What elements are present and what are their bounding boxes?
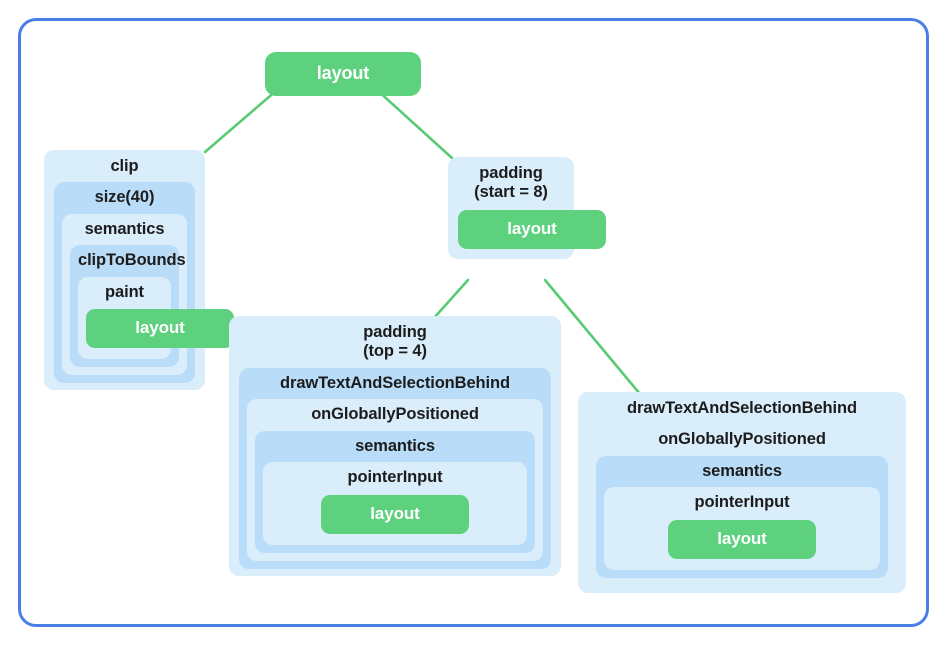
nest-cliptobounds: clipToBounds paint layout <box>70 245 234 368</box>
nest-pointerinput: pointerInput layout <box>604 487 880 570</box>
node-clip-stack[interactable]: clip size(40) semantics clipToBounds pai… <box>44 150 234 391</box>
node-label-pointerinput: pointerInput <box>347 468 443 487</box>
node-root-layout[interactable]: layout <box>265 45 421 99</box>
node-label-pointerinput: pointerInput <box>694 493 790 512</box>
node-draw-right-stack[interactable]: drawTextAndSelectionBehind onGloballyPos… <box>578 392 906 593</box>
node-label-paint: paint <box>105 282 144 301</box>
node-label-drawtext: drawTextAndSelectionBehind <box>280 373 510 392</box>
nest-paint: paint layout <box>78 276 234 360</box>
node-padding-start[interactable]: padding (start = 8) layout <box>448 157 606 259</box>
layout-chip[interactable]: layout <box>86 309 234 349</box>
node-label-padding-top: padding (top = 4) <box>363 323 427 361</box>
layout-chip[interactable]: layout <box>458 209 606 249</box>
node-label-semantics: semantics <box>702 461 782 480</box>
node-label-size: size(40) <box>94 188 155 207</box>
node-padding-top-stack[interactable]: padding (top = 4) drawTextAndSelectionBe… <box>229 316 561 576</box>
node-label-ongloballypositioned: onGloballyPositioned <box>311 405 479 424</box>
node-label-semantics: semantics <box>355 436 435 455</box>
nest-semantics: semantics pointerInput layout <box>255 430 535 553</box>
node-label-drawtext: drawTextAndSelectionBehind <box>627 399 857 417</box>
nest-semantics: semantics clipToBounds paint layout <box>62 213 234 376</box>
layout-chip[interactable]: layout <box>668 519 816 559</box>
node-label-padding-start: padding (start = 8) <box>474 164 548 202</box>
nest-pointerinput: pointerInput layout <box>263 462 527 545</box>
layout-chip[interactable]: layout <box>265 52 421 96</box>
nest-drawtext: drawTextAndSelectionBehind onGloballyPos… <box>239 367 551 569</box>
layout-chip[interactable]: layout <box>321 494 469 534</box>
node-label-clip: clip <box>110 157 139 175</box>
node-label-cliptobounds: clipToBounds <box>78 251 186 270</box>
node-label-semantics: semantics <box>84 219 165 238</box>
nest-semantics: semantics pointerInput layout <box>596 455 888 578</box>
nest-ongloballypositioned: onGloballyPositioned semantics pointerIn… <box>247 399 543 561</box>
nest-size: size(40) semantics clipToBounds paint la… <box>54 182 234 384</box>
nest-ongloballypositioned: onGloballyPositioned semantics pointerIn… <box>588 424 896 586</box>
node-label-ongloballypositioned: onGloballyPositioned <box>658 430 826 449</box>
